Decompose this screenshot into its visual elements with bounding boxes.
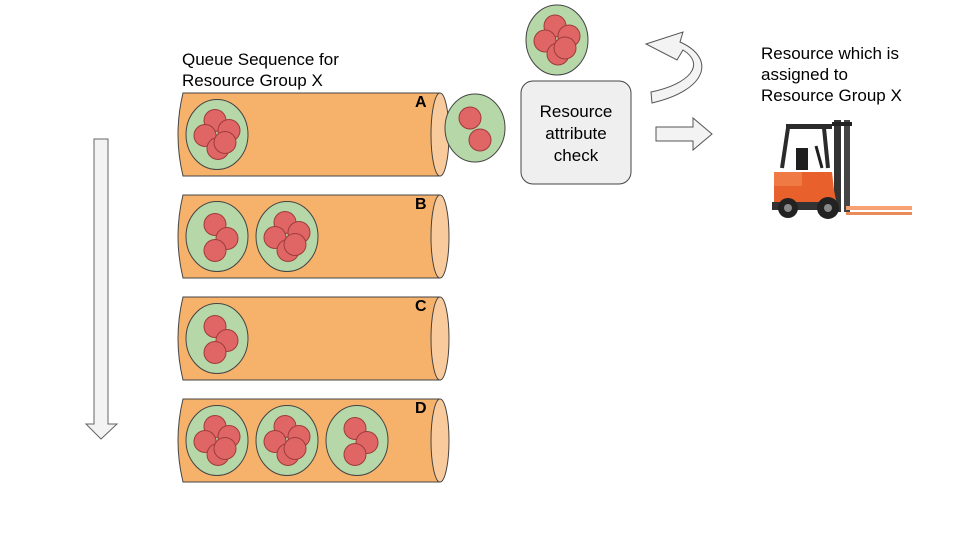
queue-group [325, 405, 389, 476]
queue-body [177, 296, 441, 381]
resource-ball [203, 239, 227, 262]
queue-end-cap [430, 398, 450, 483]
resource-ball [203, 341, 227, 364]
in-transit-group [444, 93, 506, 163]
queue-sequence-title: Queue Sequence for Resource Group X [182, 50, 339, 90]
attribute-check-box [520, 80, 632, 185]
return-curved-arrow [644, 31, 703, 104]
queue-group [255, 201, 319, 272]
queue-a [177, 92, 450, 177]
queue-b [177, 194, 450, 279]
queue-group [185, 99, 249, 170]
queue-letter-c: C [415, 298, 427, 315]
queue-group [185, 201, 249, 272]
resource-ball [468, 128, 492, 152]
queue-group [185, 303, 249, 374]
queue-end-cap [430, 194, 450, 279]
queue-group [255, 405, 319, 476]
checked-group-inner [525, 4, 589, 76]
queue-d [177, 398, 450, 483]
transit-group-inner [444, 93, 506, 163]
queue-body [177, 92, 441, 177]
resource-ball [343, 443, 367, 466]
queue-end-cap [430, 296, 450, 381]
resource-ball [458, 106, 482, 130]
queue-letter-d: D [415, 400, 427, 417]
resource-ball [553, 36, 577, 60]
queue-c [177, 296, 450, 381]
forklift-icon [772, 120, 912, 219]
checked-group [525, 4, 589, 76]
resource-ball [283, 437, 307, 460]
resource-label: Resource which is assigned to Resource G… [761, 44, 902, 105]
queue-letter-b: B [415, 196, 427, 213]
resource-ball [213, 437, 237, 460]
sequence-down-arrow [84, 138, 119, 440]
assign-right-arrow [655, 116, 713, 152]
resource-ball [213, 131, 237, 154]
queue-letter-a: A [415, 94, 427, 111]
queue-group [185, 405, 249, 476]
attribute-check-label: Resource attribute check [539, 102, 613, 165]
resource-ball [283, 233, 307, 256]
